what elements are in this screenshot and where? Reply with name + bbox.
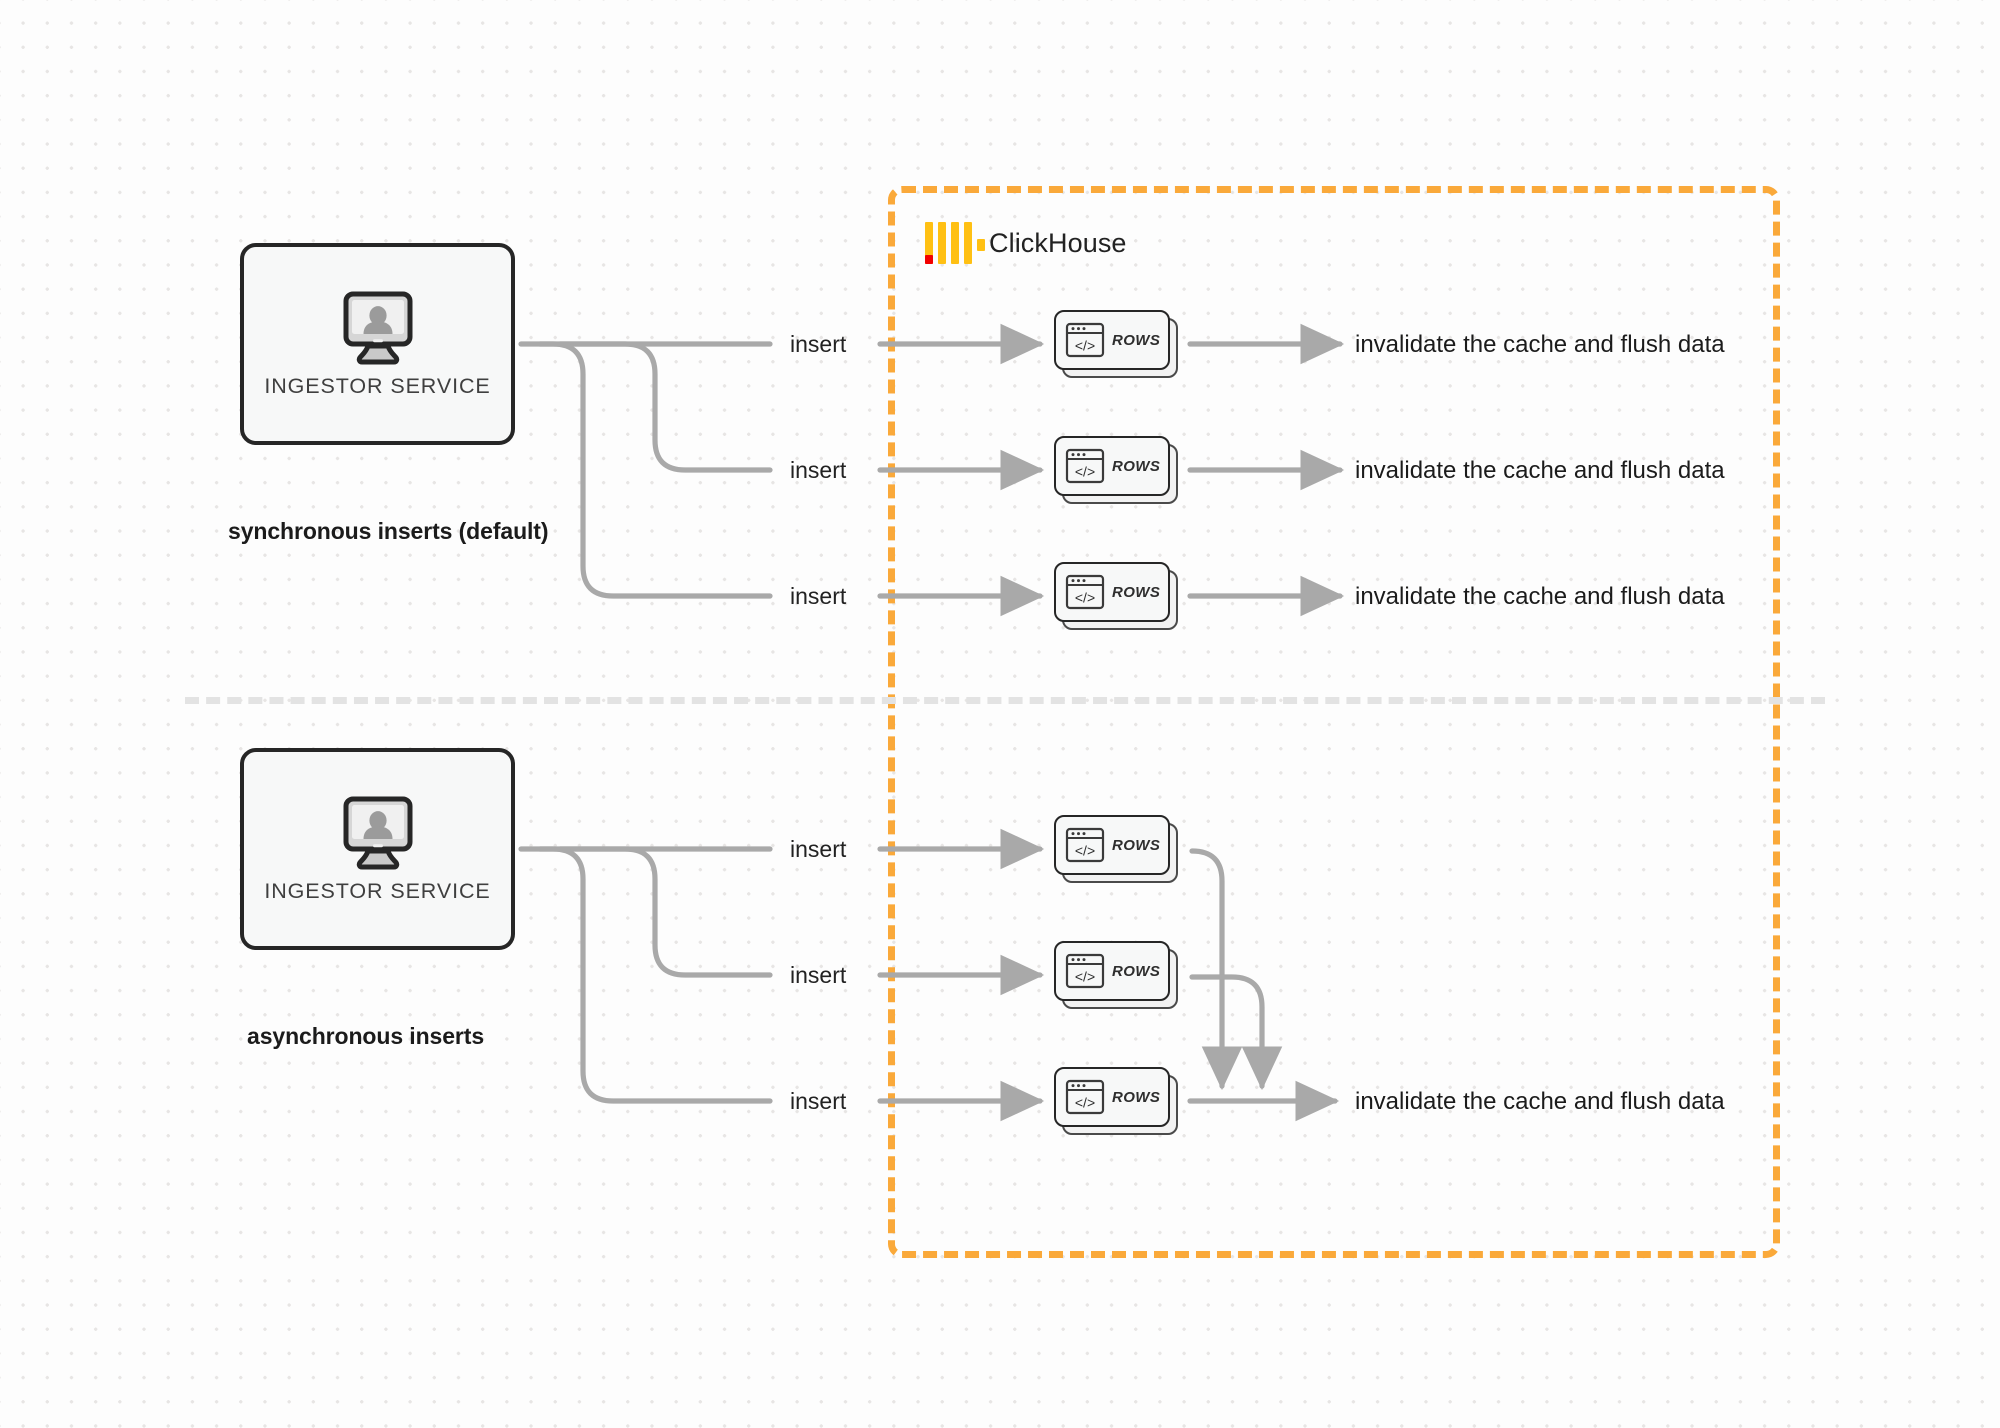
caption-synchronous: synchronous inserts (default) [228, 518, 549, 544]
code-window-icon: </> [1065, 827, 1105, 863]
rows-node-label: ROWS [1112, 836, 1161, 854]
edge-label-async-insert-3: insert [790, 1088, 847, 1114]
svg-text:</>: </> [1075, 1095, 1095, 1111]
clickhouse-brand: ClickHouse [925, 222, 1127, 264]
edge-label-sync-insert-1: insert [790, 331, 847, 357]
output-label-sync-3: invalidate the cache and flush data [1355, 583, 1725, 610]
rows-node-card: </> ROWS [1054, 310, 1170, 370]
ingestor-service-label: INGESTOR SERVICE [264, 878, 491, 903]
caption-asynchronous: asynchronous inserts [247, 1023, 485, 1049]
rows-node-label: ROWS [1112, 331, 1161, 349]
ingestor-service-label: INGESTOR SERVICE [264, 373, 491, 398]
clickhouse-brand-name: ClickHouse [989, 227, 1127, 258]
svg-text:</>: </> [1075, 464, 1095, 480]
code-window-icon: </> [1065, 322, 1105, 358]
rows-node-label: ROWS [1112, 1088, 1161, 1106]
edge-sync-branch-3 [537, 341, 773, 599]
svg-text:</>: </> [1075, 969, 1095, 985]
rows-node-card: </> ROWS [1054, 562, 1170, 622]
code-window-icon: </> [1065, 448, 1105, 484]
clickhouse-boundary [888, 186, 1780, 1258]
rows-node-label: ROWS [1112, 583, 1161, 601]
output-label-sync-2: invalidate the cache and flush data [1355, 457, 1725, 484]
monitor-user-icon [343, 796, 412, 869]
rows-node-async-2[interactable]: </> ROWS [1054, 941, 1178, 1009]
rows-node-sync-1[interactable]: </> ROWS [1054, 310, 1178, 378]
ingestor-service-synchronous[interactable]: INGESTOR SERVICE [240, 243, 515, 445]
rows-node-label: ROWS [1112, 962, 1161, 980]
edge-async-branch-3 [537, 846, 773, 1104]
rows-node-sync-3[interactable]: </> ROWS [1054, 562, 1178, 630]
ingestor-service-asynchronous[interactable]: INGESTOR SERVICE [240, 748, 515, 950]
code-window-icon: </> [1065, 574, 1105, 610]
edge-label-sync-insert-2: insert [790, 457, 847, 483]
monitor-user-icon [343, 291, 412, 364]
code-window-icon: </> [1065, 1079, 1105, 1115]
rows-node-card: </> ROWS [1054, 941, 1170, 1001]
edge-label-async-insert-2: insert [790, 962, 847, 988]
svg-text:</>: </> [1075, 843, 1095, 859]
rows-node-sync-2[interactable]: </> ROWS [1054, 436, 1178, 504]
edge-label-async-insert-1: insert [790, 836, 847, 862]
edge-label-sync-insert-3: insert [790, 583, 847, 609]
rows-node-card: </> ROWS [1054, 815, 1170, 875]
rows-node-label: ROWS [1112, 457, 1161, 475]
edge-sync-branch-2 [557, 341, 773, 473]
rows-node-card: </> ROWS [1054, 436, 1170, 496]
section-divider [185, 697, 1825, 704]
edge-async-branch-2 [557, 846, 773, 978]
svg-text:</>: </> [1075, 338, 1095, 354]
rows-node-async-3[interactable]: </> ROWS [1054, 1067, 1178, 1135]
rows-node-async-1[interactable]: </> ROWS [1054, 815, 1178, 883]
code-window-icon: </> [1065, 953, 1105, 989]
output-label-sync-1: invalidate the cache and flush data [1355, 331, 1725, 358]
clickhouse-logo-icon [925, 222, 985, 264]
output-label-async-merged: invalidate the cache and flush data [1355, 1088, 1725, 1115]
rows-node-card: </> ROWS [1054, 1067, 1170, 1127]
svg-text:</>: </> [1075, 590, 1095, 606]
